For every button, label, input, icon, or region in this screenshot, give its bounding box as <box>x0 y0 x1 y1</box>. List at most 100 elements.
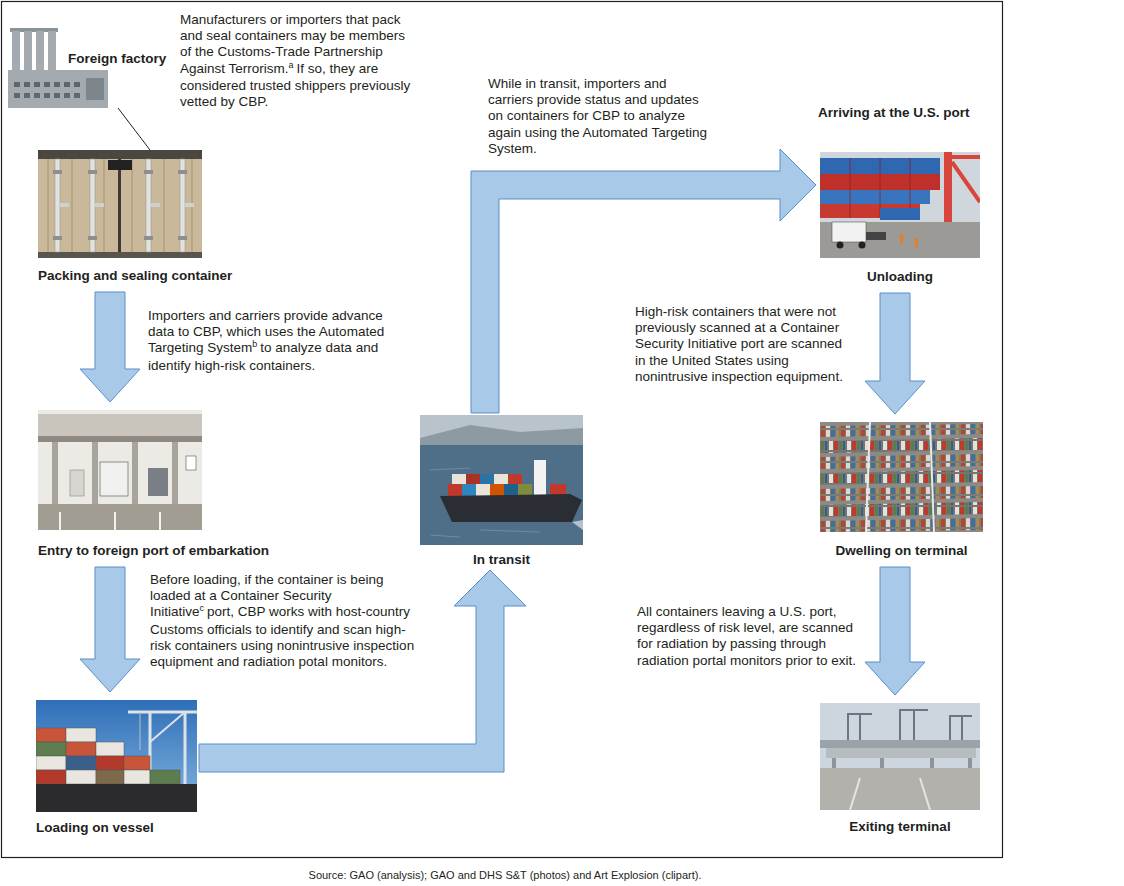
factory-icon <box>44 93 50 98</box>
stage-box: Entry to foreign port of embarkation <box>38 410 272 559</box>
container-doors-photo <box>95 203 104 207</box>
factory-icon <box>14 82 20 87</box>
port-gate-photo <box>148 468 168 496</box>
loading-photo <box>36 742 66 756</box>
exit-gate-photo <box>820 768 980 810</box>
note-block: All containers leaving a U.S. port, rega… <box>637 604 857 669</box>
factory-icon <box>8 28 108 108</box>
factory-icon <box>44 82 50 87</box>
leader-line <box>118 108 150 150</box>
terminal-yard-photo <box>820 422 983 532</box>
stage-caption: Exiting terminal <box>849 819 950 835</box>
note-text: All containers leaving a U.S. port, rega… <box>637 604 856 668</box>
container-doors-photo <box>178 170 187 174</box>
terminal-yard-photo <box>820 424 983 437</box>
exit-gate-photo <box>900 710 928 745</box>
unloading-photo <box>820 152 980 258</box>
container-doors-photo <box>144 170 153 174</box>
factory-icon <box>14 93 20 98</box>
factory-icon <box>12 31 20 73</box>
factory-icon <box>86 78 104 100</box>
terminal-yard-photo <box>820 486 983 501</box>
ship-photo <box>452 474 466 484</box>
stage-caption: Entry to foreign port of embarkation <box>38 543 269 559</box>
note-text: While in transit, importers and carriers… <box>488 76 707 156</box>
stage-box: In transit <box>420 415 583 568</box>
ship-photo <box>420 415 583 445</box>
loading-photo <box>96 770 124 784</box>
loading-photo <box>150 770 180 784</box>
unloading-photo <box>900 234 903 243</box>
exit-gate-photo <box>820 703 980 810</box>
container-doors-photo <box>38 150 202 258</box>
note-block: Importers and carriers provide advance d… <box>148 308 410 374</box>
factory-icon <box>24 93 30 98</box>
ship-photo <box>420 415 583 545</box>
loading-photo <box>36 728 66 742</box>
ship-photo <box>440 494 582 522</box>
ship-photo <box>480 474 494 484</box>
terminal-yard-photo <box>866 422 870 532</box>
port-gate-photo <box>38 436 202 442</box>
stage-box: Dwelling on terminal <box>820 422 983 559</box>
loading-photo <box>66 728 96 742</box>
factory-icon <box>48 31 56 73</box>
factory-icon <box>74 82 80 87</box>
stage-box: Exiting terminal <box>820 703 980 835</box>
stage-caption: Unloading <box>867 269 933 285</box>
loading-photo <box>124 756 150 770</box>
exit-gate-photo <box>920 778 930 810</box>
note-block: High-risk containers that were not previ… <box>635 304 850 385</box>
unloading-photo <box>820 222 980 258</box>
ship-photo <box>508 474 522 484</box>
unloading-photo <box>915 238 918 247</box>
stage-caption: Dwelling on terminal <box>835 543 967 559</box>
container-doors-photo <box>163 159 165 252</box>
port-gate-photo <box>100 462 128 496</box>
port-gate-photo <box>159 512 161 530</box>
loading-photo <box>36 700 197 812</box>
port-gate-photo <box>70 470 84 496</box>
loading-photo <box>36 770 66 784</box>
container-doors-photo <box>185 203 194 207</box>
unloading-photo <box>820 152 980 258</box>
container-doors-photo <box>88 236 97 240</box>
flow-arrow <box>80 567 140 692</box>
container-doors-photo <box>71 159 73 252</box>
note-block: Manufacturers or importers that pack and… <box>180 12 414 110</box>
container-doors-photo <box>144 236 153 240</box>
container-doors-photo <box>38 150 202 159</box>
unloading-photo <box>944 152 952 232</box>
container-doors-photo <box>38 252 202 258</box>
factory-icon <box>74 93 80 98</box>
container-doors-photo <box>53 236 62 240</box>
loading-photo <box>36 784 197 812</box>
port-gate-photo <box>59 512 61 530</box>
unloading-photo <box>952 162 980 202</box>
port-gate-photo <box>186 456 196 470</box>
container-doors-photo <box>38 150 202 258</box>
unloading-photo <box>944 155 980 159</box>
factory-icon <box>8 70 108 108</box>
flow-arrow <box>865 293 925 414</box>
ship-photo <box>534 460 546 496</box>
exit-gate-photo <box>820 703 980 810</box>
port-gate-photo <box>92 442 98 504</box>
stage-box: Loading on vessel <box>36 700 197 836</box>
stage-caption: Loading on vessel <box>36 820 154 836</box>
port-gate-photo <box>52 442 58 504</box>
ship-photo <box>480 530 540 532</box>
ship-photo <box>572 520 583 530</box>
ship-photo <box>504 484 518 496</box>
terminal-yard-photo <box>820 518 983 532</box>
ship-photo <box>466 474 480 484</box>
exit-gate-photo <box>850 778 860 810</box>
unloading-photo <box>837 242 844 249</box>
factory-icon <box>24 31 32 73</box>
factory-icon <box>54 93 60 98</box>
factory-icon <box>36 31 44 73</box>
terminal-yard-photo <box>820 422 983 532</box>
container-doors-photo <box>151 203 160 207</box>
ship-photo <box>430 535 460 537</box>
factory-icon <box>64 93 70 98</box>
